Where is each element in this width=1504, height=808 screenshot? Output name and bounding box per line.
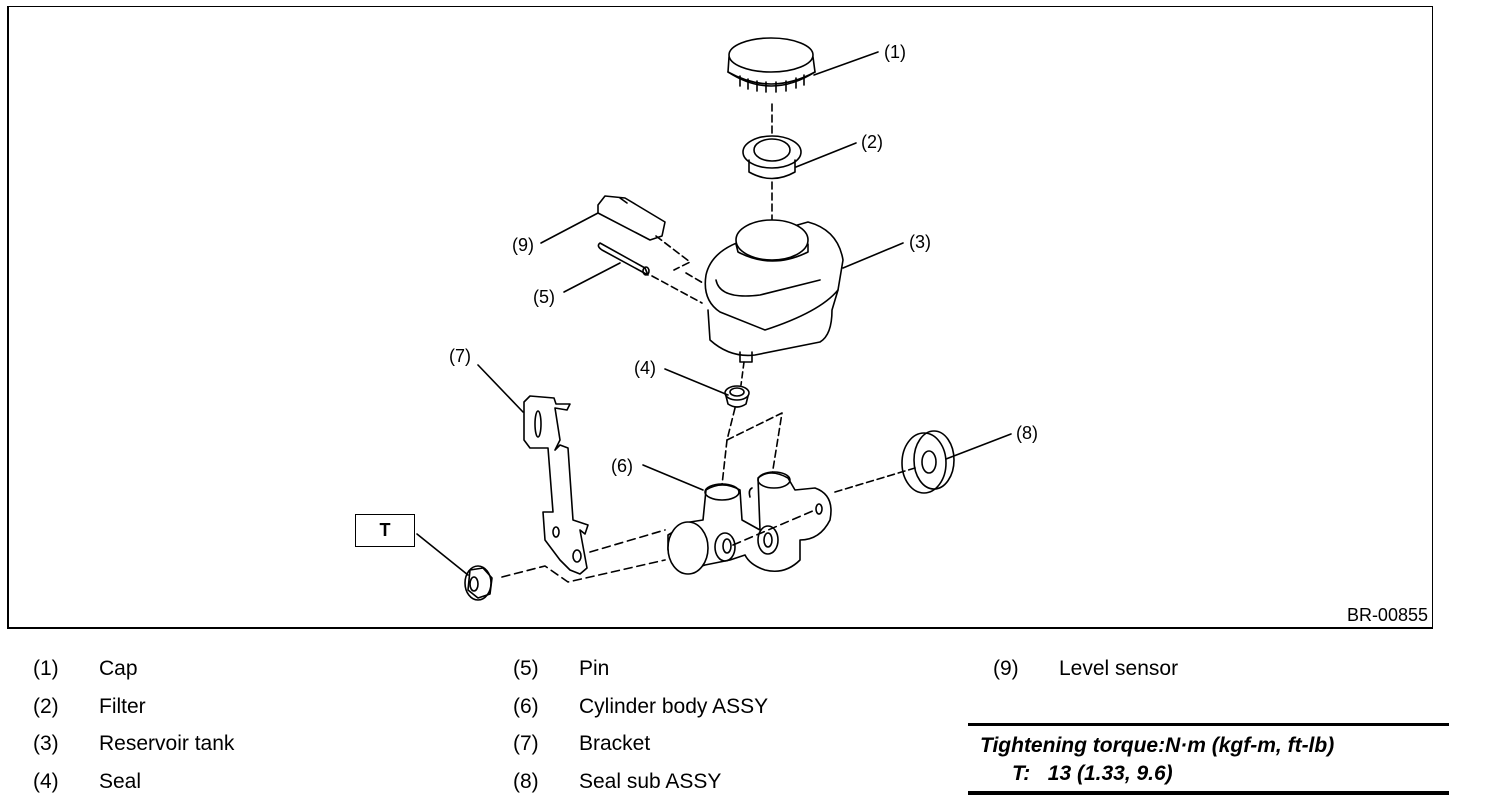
level-sensor-part [597,195,666,241]
figure-frame [7,6,1433,629]
seal-sub-assy-part [901,430,955,494]
callout-4: (4) [634,358,656,378]
leader-line-1 [813,51,879,76]
callout-6: (6) [611,456,633,476]
filter-part [742,135,802,180]
leader-line-8 [945,433,1012,460]
bracket-part [523,395,589,575]
legend-num: (4) [33,770,59,793]
legend-num: (9) [993,657,1019,680]
callout-3: (3) [909,232,931,252]
figure-id: BR-00855 [1346,605,1428,625]
seal-axis-line-2 [721,439,728,486]
legend-label: Seal [99,770,142,793]
pin-axis-line [651,275,703,304]
leader-line-9 [540,212,599,244]
seal-axis-line [726,407,783,489]
exploded-parts-diagram [416,37,1012,601]
torque-value: T: 13 (1.33, 9.6) [1012,762,1173,785]
legend-num: (8) [513,770,539,793]
callout-9: (9) [512,235,534,255]
pin-part [597,242,650,276]
callout-7: (7) [449,346,471,366]
legend-num: (5) [513,657,539,680]
leader-line-5 [563,262,621,293]
legend-label: Filter [99,695,146,718]
legend-label: Reservoir tank [99,732,235,755]
legend-num: (3) [33,732,59,755]
sensor-axis-line [655,235,691,271]
legend-label: Bracket [579,732,651,755]
legend-num: (7) [513,732,539,755]
sensor-axis-line-2 [685,272,704,284]
bracket-axis-line [589,529,666,553]
legend-num: (6) [513,695,539,718]
legend-label: Seal sub ASSY [579,770,722,793]
cylinder-body-part [667,471,832,575]
seal-part [724,385,750,408]
cap-part [727,37,816,93]
leader-line-4 [664,368,729,396]
legend-label: Level sensor [1059,657,1179,680]
seal-sub-axis-line [834,467,916,493]
nut-part [464,565,493,601]
legend-num: (2) [33,695,59,718]
callout-5: (5) [533,287,555,307]
leader-line-7 [477,364,524,413]
torque-spec-table: Tightening torque:N·m (kgf-m, ft-lb) T: … [968,723,1449,795]
body-axis-line [732,509,816,546]
callout-2: (2) [861,132,883,152]
callout-1: (1) [884,42,906,62]
leader-line-6 [642,464,704,491]
torque-marker-box: T [355,514,415,547]
leader-line-torque [416,533,469,576]
callout-8: (8) [1016,423,1038,443]
torque-title: Tightening torque:N·m (kgf-m, ft-lb) [980,734,1335,757]
leader-line-3 [842,242,904,269]
nut-axis-line [501,559,666,583]
table-rule-top [968,723,1449,726]
legend-num: (1) [33,657,59,680]
legend-label: Pin [579,657,610,680]
reservoir-tank-part [704,219,844,363]
leader-line-2 [795,142,857,168]
legend-label: Cap [99,657,138,680]
table-rule-bottom [968,791,1449,795]
legend-label: Cylinder body ASSY [579,695,769,718]
seal-axis-line-top [740,361,745,386]
